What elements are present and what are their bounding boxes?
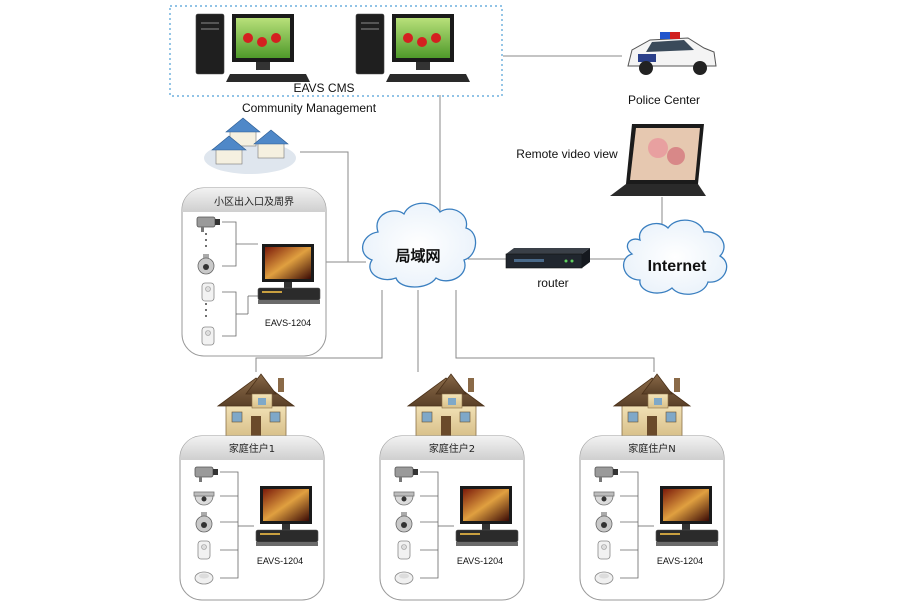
cms-frame <box>169 5 503 97</box>
smoke-detector-icon <box>194 571 214 585</box>
entrance-title: 小区出入口及周界 <box>214 195 294 208</box>
dvr-monitor-icon <box>655 485 719 547</box>
pir-sensor-icon <box>397 540 411 560</box>
internet-cloud: Internet <box>622 219 728 295</box>
router-device: router <box>505 248 590 290</box>
smoke-detector-icon <box>394 571 414 585</box>
internet-label: Internet <box>648 258 707 275</box>
pir-sensor-icon <box>597 540 611 560</box>
entrance-panel: 小区出入口及周界 EAVS-1204 <box>181 187 327 357</box>
entrance-dvr-label: EAVS-1204 <box>265 318 311 328</box>
cms-title: EAVS CMS <box>293 81 354 95</box>
pir-sensor-icon <box>197 540 211 560</box>
lan-cloud: 局域网 <box>362 202 477 288</box>
household-1-dvr-label: EAVS-1204 <box>257 556 303 566</box>
cms-subtitle: Community Management <box>242 101 377 115</box>
lan-label: 局域网 <box>394 247 440 265</box>
police-car-icon <box>627 32 717 75</box>
dvr-monitor-icon <box>455 485 519 547</box>
link-lan-houseN <box>455 290 655 372</box>
laptop-icon <box>610 124 706 196</box>
police-label: Police Center <box>628 93 700 107</box>
household-2-title: 家庭住户2 <box>429 442 475 455</box>
household-panel-n: 家庭住户N EAVS-1204 <box>579 435 725 601</box>
remote-label: Remote video view <box>516 147 618 161</box>
dvr-monitor-icon <box>255 485 319 547</box>
router-label: router <box>537 276 568 290</box>
household-n-dvr-label: EAVS-1204 <box>657 556 703 566</box>
household-2-house-icon <box>407 373 485 437</box>
household-panel-2: 家庭住户2 EAVS-1204 <box>379 435 525 601</box>
household-1-house-icon <box>217 373 295 437</box>
cms-group: EAVS CMS Community Management <box>169 5 503 115</box>
router-icon <box>505 248 590 269</box>
smoke-detector-icon <box>594 571 614 585</box>
remote-view: Remote video view <box>516 124 706 196</box>
cms-workstation-1 <box>195 13 310 82</box>
household-2-dvr-label: EAVS-1204 <box>457 556 503 566</box>
household-n-title: 家庭住户N <box>628 442 675 455</box>
connector-lines <box>255 55 663 372</box>
dvr-monitor-icon <box>257 243 321 305</box>
perimeter-sensor-icon <box>201 282 215 302</box>
perimeter-sensor-icon <box>201 326 215 346</box>
household-n-house-icon <box>613 373 691 437</box>
residential-community-icon <box>204 117 296 174</box>
police-center: Police Center <box>627 32 717 107</box>
link-lan-house1 <box>255 290 383 372</box>
household-1-title: 家庭住户1 <box>229 442 275 455</box>
cms-workstation-2 <box>355 13 470 82</box>
household-panel-1: 家庭住户1 EAVS-1204 <box>179 435 325 601</box>
